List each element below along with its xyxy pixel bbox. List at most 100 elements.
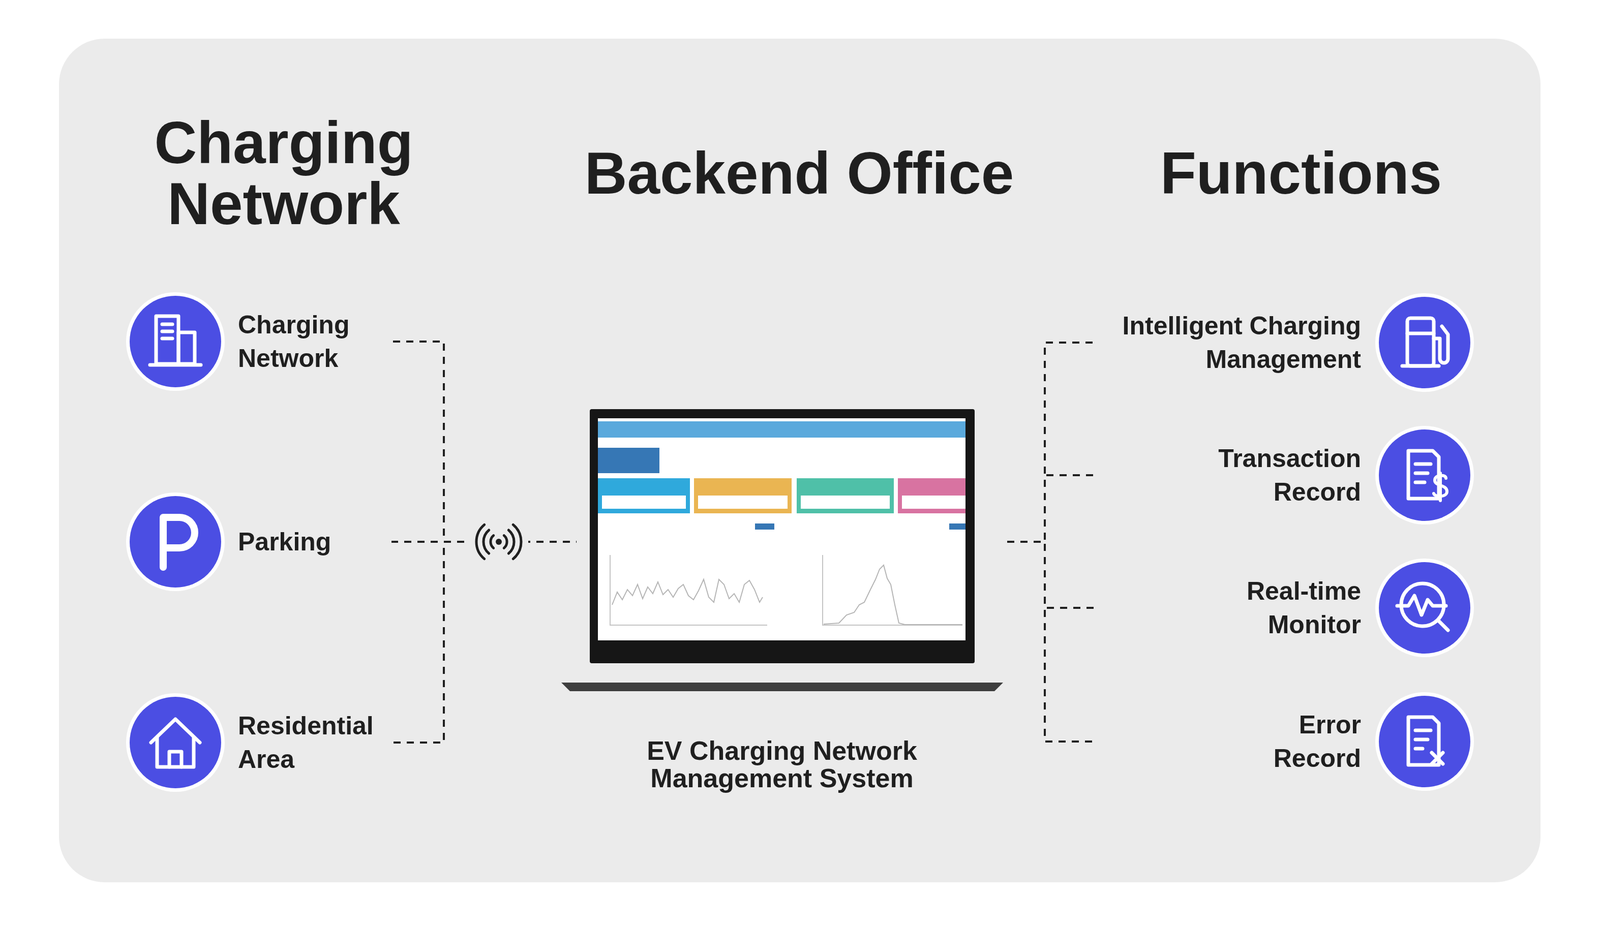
shape-path — [1437, 620, 1448, 631]
node-label: Real-time Monitor — [1178, 555, 1362, 661]
shape-g — [163, 517, 195, 568]
wave — [508, 530, 515, 554]
shape-rect — [698, 495, 788, 509]
shape-circle — [1378, 429, 1471, 522]
shape-polyline — [612, 579, 763, 606]
shape-rect — [597, 447, 660, 474]
icon-node: Residential Area — [122, 689, 392, 796]
shape-path — [561, 682, 1004, 692]
shape-rect — [901, 495, 966, 509]
shape-path — [1415, 730, 1431, 749]
icon-circle — [122, 288, 229, 395]
shape-path — [1433, 326, 1448, 364]
icon-node: Intelligent Charging Management — [1096, 289, 1478, 396]
shape-path — [157, 737, 194, 768]
system-caption: EV Charging Network Management System — [609, 737, 955, 793]
wave — [476, 524, 485, 559]
shape-g — [1408, 717, 1443, 766]
icon-node: Transaction Record — [1096, 422, 1478, 529]
shape-polyline — [823, 565, 963, 625]
wave-dot — [495, 538, 502, 546]
shape-circle — [1375, 692, 1474, 792]
laptop-node: EV Charging Network Management System — [576, 406, 1008, 794]
dashed-connector — [1007, 475, 1097, 542]
shape-path — [1408, 450, 1439, 499]
wave — [512, 524, 522, 559]
node-label: Charging Network — [237, 288, 391, 395]
shape-circle — [1378, 296, 1471, 389]
dashed-connector — [1007, 342, 1097, 542]
shape-rect — [796, 478, 894, 514]
symbol-backdrop — [470, 518, 529, 566]
shape-circle — [1375, 426, 1474, 525]
shape-path — [610, 555, 963, 626]
shape-circle — [126, 492, 225, 592]
shape-circle — [129, 496, 222, 588]
icon-circle — [1371, 688, 1478, 795]
node-label: Transaction Record — [1157, 422, 1362, 529]
shape-g — [151, 719, 200, 768]
panel — [58, 38, 1541, 883]
wave — [490, 535, 494, 549]
shape-rect — [589, 409, 975, 664]
shape-rect — [897, 478, 966, 514]
shape-rect — [800, 495, 890, 509]
wave — [483, 530, 490, 554]
shape-path — [149, 324, 201, 366]
shape-rect — [601, 495, 686, 509]
shape-path — [1433, 473, 1447, 501]
shape-path — [1415, 464, 1431, 483]
shape-rect — [178, 332, 195, 365]
shape-circle — [126, 292, 225, 391]
shape-g — [1397, 583, 1448, 631]
shape-path — [1431, 752, 1443, 765]
shape-rect — [597, 418, 966, 641]
column-heading: Functions — [1087, 142, 1515, 204]
icon-node: Real-time Monitor — [1096, 555, 1478, 661]
column-heading: Charging Network — [115, 112, 452, 235]
shape-path — [163, 517, 195, 568]
icon-circle — [1371, 289, 1478, 396]
dashed-connector — [391, 541, 577, 743]
shape-rect — [597, 478, 690, 514]
shape-g — [1402, 318, 1448, 367]
dashed-connector — [391, 341, 577, 542]
node-label: Parking — [237, 489, 391, 595]
shape-circle — [1375, 293, 1474, 392]
wave — [503, 535, 507, 549]
icon-circle — [122, 489, 229, 595]
node-label: Residential Area — [237, 689, 391, 796]
shape-circle — [126, 693, 225, 793]
icon-node: Error Record — [1096, 688, 1478, 795]
shape-path — [1397, 595, 1446, 616]
shape-rect — [1407, 318, 1434, 367]
icon-circle — [122, 689, 229, 796]
node-label: Error Record — [1228, 688, 1362, 795]
shape-circle — [1378, 696, 1471, 788]
shape-rect — [949, 523, 966, 530]
shape-rect — [693, 478, 792, 514]
shape-g — [149, 316, 201, 366]
icon-circle — [1371, 422, 1478, 529]
dashed-connector — [1007, 541, 1097, 609]
shape-path — [1407, 331, 1434, 336]
shape-path — [1402, 364, 1439, 369]
laptop-illustration — [561, 406, 1004, 692]
icon-circle — [1371, 555, 1478, 661]
shape-circle — [1375, 558, 1474, 658]
node-label: Intelligent Charging Management — [1096, 289, 1362, 396]
shape-path — [169, 751, 182, 768]
shape-g — [1408, 450, 1447, 501]
shape-rect — [755, 523, 775, 530]
shape-circle — [1378, 562, 1471, 654]
shape-rect — [597, 421, 966, 438]
wireless-waves — [476, 524, 522, 559]
dashed-connector — [1007, 541, 1097, 742]
shape-circle — [129, 697, 222, 789]
icon-node: Parking — [122, 489, 392, 595]
column-heading: Backend Office — [514, 142, 1084, 204]
shape-circle — [129, 295, 222, 388]
